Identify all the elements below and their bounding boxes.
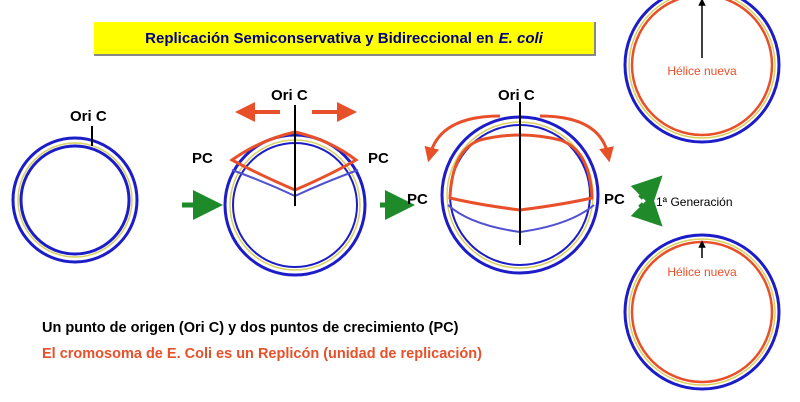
chromosome-2: Ori C PC PC [192, 87, 389, 277]
pc-label-2-left: PC [192, 150, 213, 167]
pc-label-3-left: PC [407, 191, 428, 208]
new-helix-label-top: Hélice nueva [667, 64, 737, 78]
pc-label-2-right: PC [368, 150, 389, 167]
green-arrow-down [630, 194, 663, 227]
chromosome-1: Ori C [11, 108, 139, 264]
title-text: Replicación Semiconservativa y Bidirecci… [145, 29, 494, 47]
ori-c-label-2: Ori C [271, 87, 308, 104]
caption-line-2: El cromosoma de E. Coli es un Replicón (… [42, 346, 482, 362]
generation-label: 1ª Generación [656, 195, 733, 209]
title-italic: E. coli [498, 29, 543, 47]
diagram-title: Replicación Semiconservativa y Bidirecci… [94, 22, 596, 56]
daughter-chromosome-top: Hélice nueva [623, 0, 781, 144]
caption-line-1: Un punto de origen (Ori C) y dos puntos … [42, 320, 459, 336]
ori-c-label-3: Ori C [498, 87, 535, 104]
pc-label-3-right: PC [604, 191, 625, 208]
green-arrow-up [630, 175, 663, 208]
daughter-chromosome-bottom: Hélice nueva [623, 233, 781, 391]
ori-c-label-1: Ori C [70, 108, 107, 125]
chromosome-3: Ori C PC PC [407, 87, 625, 275]
new-helix-label-bottom: Hélice nueva [667, 265, 737, 279]
